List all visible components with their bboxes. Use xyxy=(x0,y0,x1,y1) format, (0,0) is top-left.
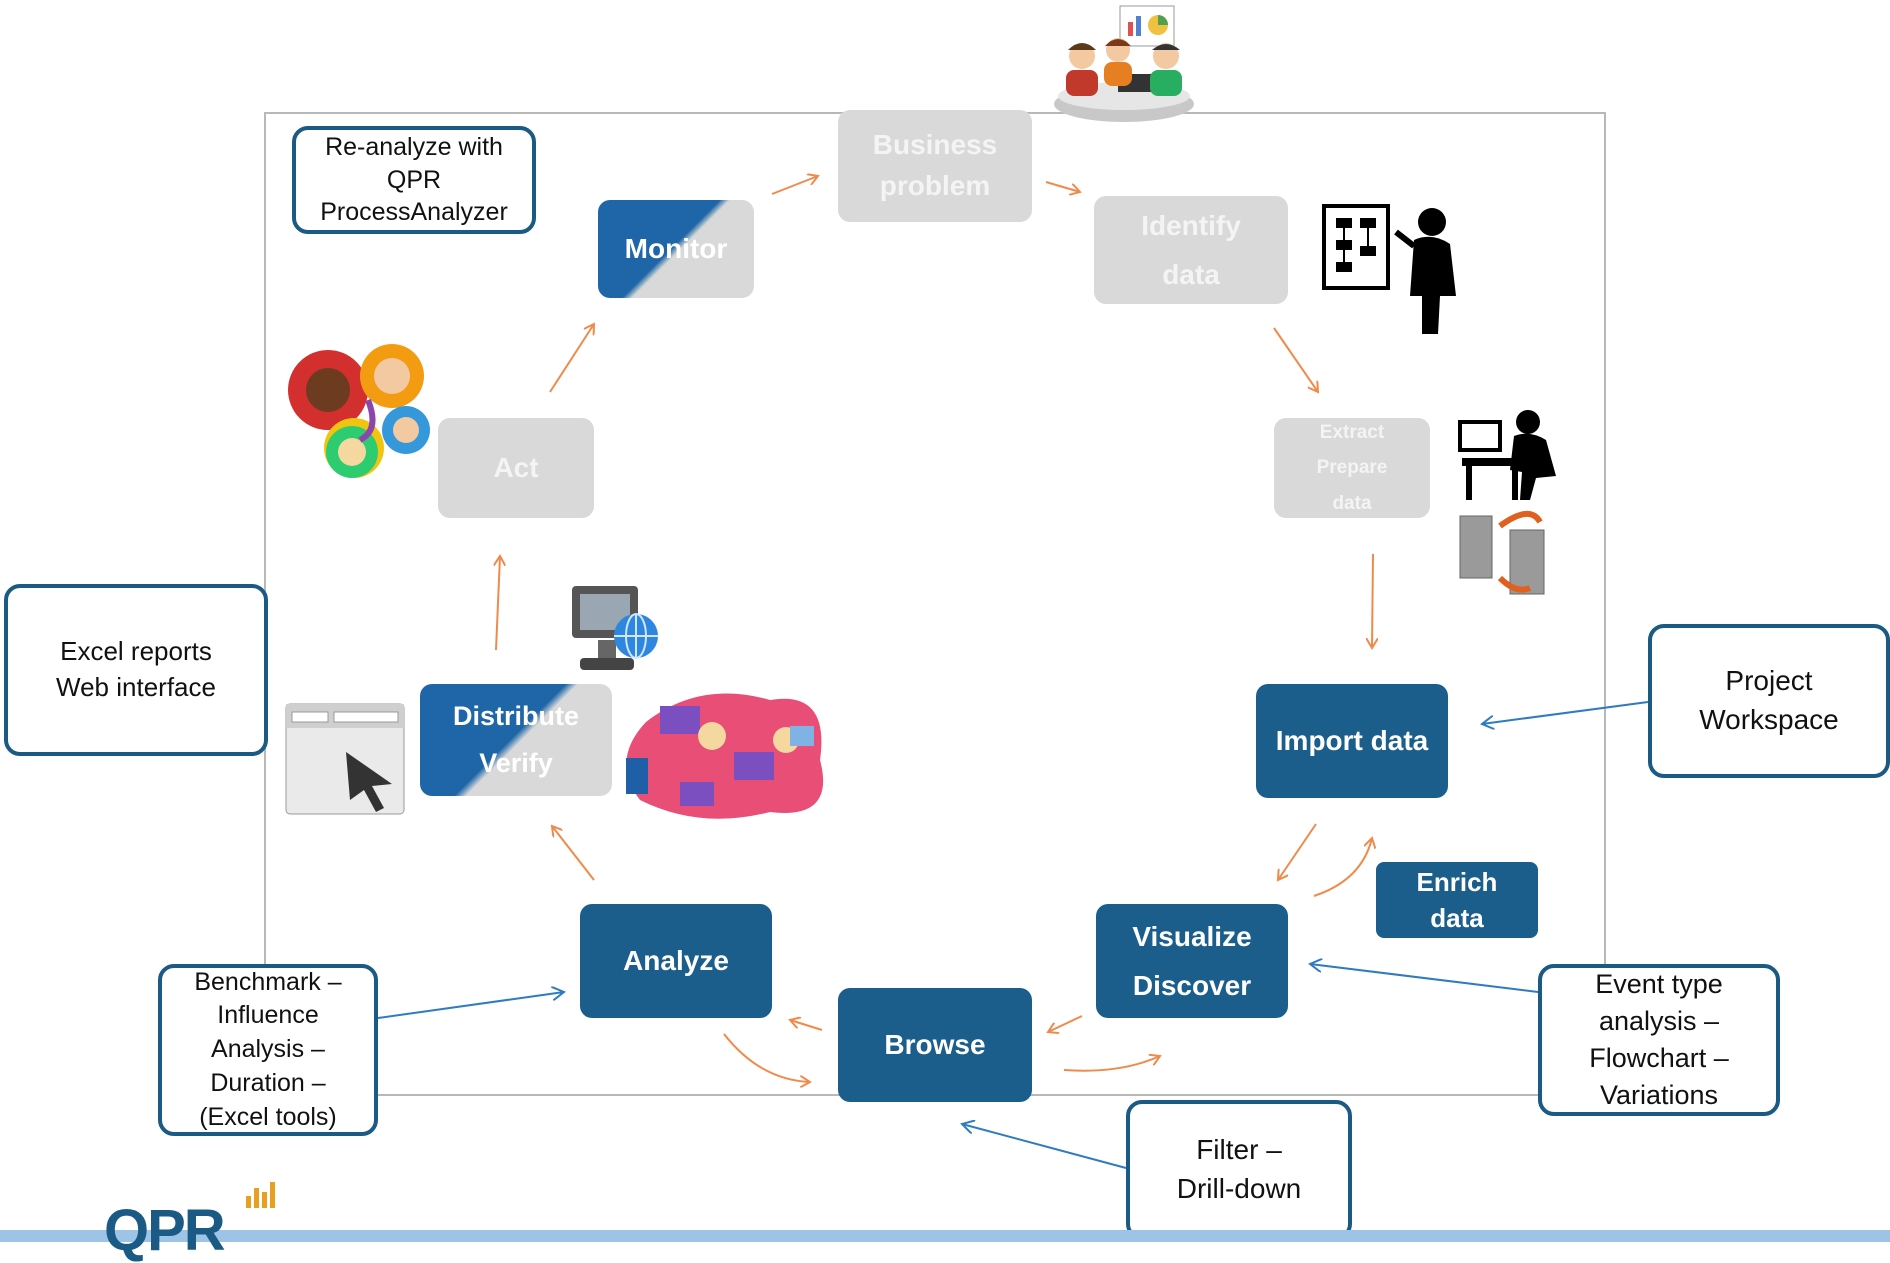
note-benchmark-line2: Influence xyxy=(217,1001,319,1030)
arrow-import-to-visualize xyxy=(1278,823,1317,880)
team-gears-illustration xyxy=(288,344,430,478)
stage-extract-line1: Extract xyxy=(1319,422,1385,444)
note-project-workspace-line1: Project xyxy=(1725,665,1813,697)
stage-identify-data-line2: data xyxy=(1162,259,1220,290)
note-event-type-line1: Event type xyxy=(1595,968,1723,999)
note-benchmark-line1: Benchmark – xyxy=(194,967,342,996)
note-excel-web: Excel reports Web interface xyxy=(4,584,268,756)
note-event-type-line2: analysis – xyxy=(1598,1005,1720,1036)
stage-business-problem[interactable]: Business problem xyxy=(838,110,1032,222)
stage-extract-line3: data xyxy=(1332,492,1372,514)
stage-distribute-line2: Verify xyxy=(479,748,553,778)
browser-window-illustration xyxy=(285,703,405,815)
stage-analyze[interactable]: Analyze xyxy=(580,904,772,1018)
note-reanalyze: Re-analyze with QPR ProcessAnalyzer xyxy=(292,126,536,234)
note-benchmark: Benchmark – Influence Analysis – Duratio… xyxy=(158,964,378,1136)
note-filter: Filter – Drill-down xyxy=(1126,1100,1352,1240)
note-event-type: Event type analysis – Flowchart – Variat… xyxy=(1538,964,1780,1116)
stage-monitor-label: Monitor xyxy=(624,232,728,264)
note-benchmark-line4: Duration – xyxy=(210,1068,326,1097)
stage-visualize-line2: Discover xyxy=(1132,970,1252,1001)
arrow-workspace-to-import xyxy=(1482,701,1649,724)
note-benchmark-line3: Analysis – xyxy=(211,1035,325,1064)
stage-extract-prepare-data[interactable]: Extract Prepare data xyxy=(1274,418,1430,518)
stage-extract-line2: Prepare xyxy=(1316,457,1388,479)
note-benchmark-line5: (Excel tools) xyxy=(199,1102,337,1131)
arrow-identify-to-extract xyxy=(1273,327,1318,392)
stage-enrich-line1: Enrich xyxy=(1416,866,1498,897)
stage-business-problem-line2: problem xyxy=(879,170,991,201)
presenter-illustration xyxy=(1322,204,1456,334)
stage-identify-data[interactable]: Identify data xyxy=(1094,196,1288,304)
arrow-monitor-to-business xyxy=(771,176,818,195)
note-event-type-line3: Flowchart – xyxy=(1589,1043,1729,1073)
stage-browse-label: Browse xyxy=(884,1028,986,1060)
stage-import-data-label: Import data xyxy=(1275,724,1429,756)
arrow-distribute-to-act xyxy=(496,556,500,651)
arrow-business-to-identify xyxy=(1045,181,1080,192)
arrow-extract-to-import xyxy=(1372,553,1373,648)
stage-act[interactable]: Act xyxy=(438,418,594,518)
stage-business-problem-line1: Business xyxy=(872,129,998,161)
bottom-bar xyxy=(0,1230,1890,1242)
stage-distribute-line1: Distribute xyxy=(452,700,579,731)
stage-act-label: Act xyxy=(493,451,539,483)
arrow-analyze-to-distribute xyxy=(552,826,595,881)
classroom-collage-illustration xyxy=(626,693,824,819)
note-reanalyze-line1: Re-analyze with xyxy=(325,133,503,162)
note-excel-web-line1: Excel reports xyxy=(60,636,212,667)
arrow-benchmark-to-analyze xyxy=(377,992,564,1019)
stage-identify-data-line1: Identify xyxy=(1141,210,1241,241)
arrow-browse-to-analyze xyxy=(790,1020,823,1031)
note-filter-line2: Drill-down xyxy=(1176,1173,1302,1204)
qpr-logo-bars xyxy=(246,1182,275,1208)
arrow-analyze-to-browse xyxy=(723,1033,810,1082)
stage-visualize-line1: Visualize xyxy=(1132,921,1252,952)
note-project-workspace-line2: Workspace xyxy=(1699,704,1839,735)
arrow-act-to-monitor xyxy=(549,324,594,393)
note-reanalyze-line3: ProcessAnalyzer xyxy=(320,198,508,227)
qpr-logo-text: QPR xyxy=(104,1198,226,1263)
arrow-browse-to-visualize xyxy=(1063,1056,1160,1072)
stage-import-data[interactable]: Import data xyxy=(1256,684,1448,798)
stage-analyze-label: Analyze xyxy=(623,944,729,976)
stage-monitor[interactable]: Monitor xyxy=(598,200,754,298)
arrow-visualize-to-enrich xyxy=(1313,838,1372,897)
stage-distribute-verify[interactable]: Distribute Verify xyxy=(420,684,612,796)
note-event-type-line4: Variations xyxy=(1599,1080,1719,1111)
stage-visualize-discover[interactable]: Visualize Discover xyxy=(1096,904,1288,1018)
arrow-event-to-visualize xyxy=(1310,964,1539,993)
stage-enrich-line2: data xyxy=(1430,903,1484,933)
arrow-visualize-to-browse xyxy=(1048,1015,1083,1032)
note-project-workspace: Project Workspace xyxy=(1648,624,1890,778)
arrow-filter-to-browse xyxy=(962,1124,1127,1169)
note-excel-web-line2: Web interface xyxy=(56,672,216,702)
meeting-illustration xyxy=(1054,5,1194,122)
note-arrows xyxy=(377,701,1649,1169)
monitor-globe-illustration xyxy=(572,586,658,670)
stage-browse[interactable]: Browse xyxy=(838,988,1032,1102)
cycle-arrows xyxy=(496,176,1373,1082)
computer-worker-illustration xyxy=(1458,410,1556,595)
stage-enrich-data[interactable]: Enrich data xyxy=(1376,862,1538,938)
note-filter-line1: Filter – xyxy=(1196,1134,1282,1166)
note-reanalyze-line2: QPR xyxy=(386,165,442,194)
